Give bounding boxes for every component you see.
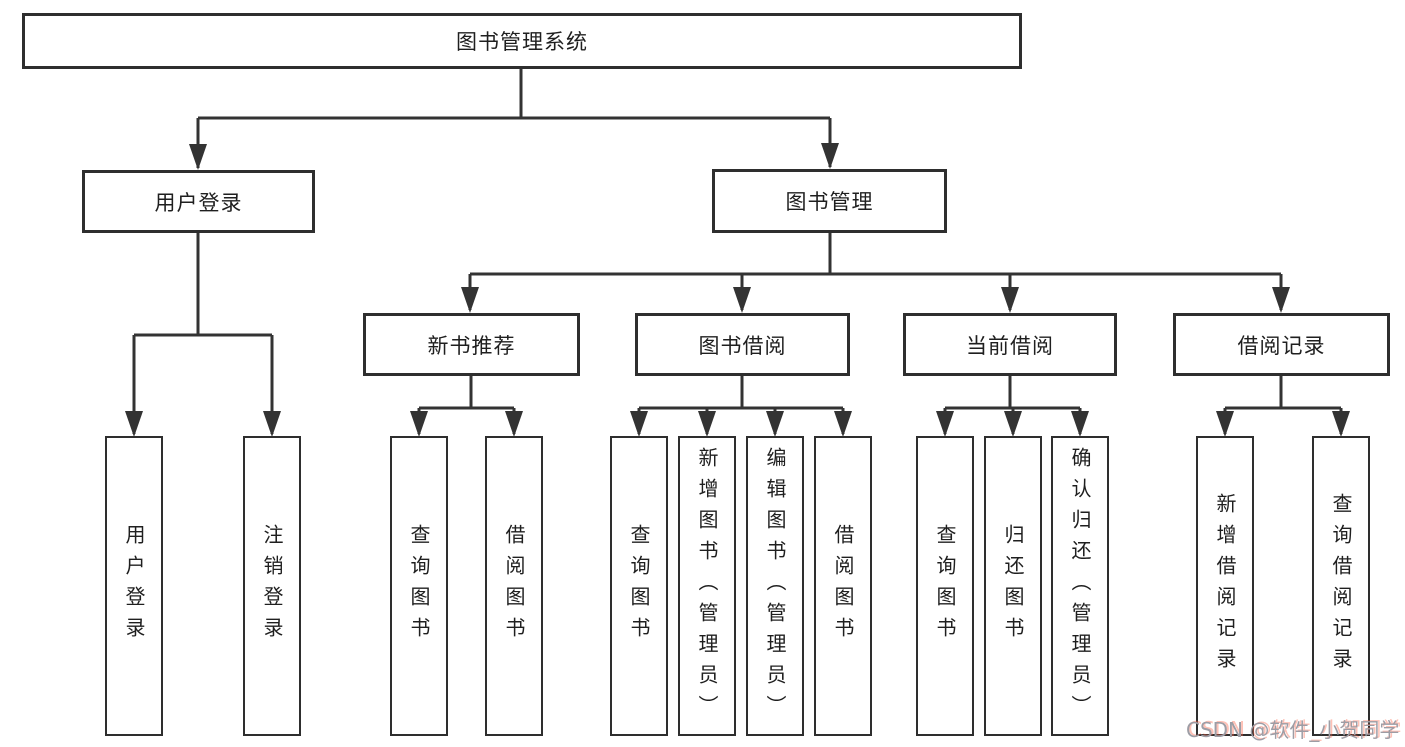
leaf-return-books-label: 归还图书 — [1001, 524, 1025, 648]
leaf-borrow-books: 借阅图书 — [814, 436, 872, 736]
leaf-query-books-recommend-label: 查询图书 — [407, 524, 431, 648]
leaf-query-borrow-record-label: 查询借阅记录 — [1329, 493, 1353, 679]
leaf-query-borrow-record: 查询借阅记录 — [1312, 436, 1370, 736]
leaf-edit-books-admin-label: 编辑图书（管理员） — [763, 446, 787, 726]
leaf-user-login: 用户登录 — [105, 436, 163, 736]
leaf-logout: 注销登录 — [243, 436, 301, 736]
node-book-borrowing: 图书借阅 — [635, 313, 850, 376]
leaf-user-login-label: 用户登录 — [122, 524, 146, 648]
node-current-borrowing-label: 当前借阅 — [966, 333, 1054, 358]
leaf-add-books-admin-label: 新增图书（管理员） — [695, 446, 719, 726]
node-borrowing-records-label: 借阅记录 — [1237, 333, 1326, 358]
leaf-query-books-current-label: 查询图书 — [933, 524, 957, 648]
leaf-add-borrow-record: 新增借阅记录 — [1196, 436, 1254, 736]
node-new-book-recommend: 新书推荐 — [363, 313, 580, 376]
node-book-borrowing-label: 图书借阅 — [698, 333, 787, 358]
leaf-return-books: 归还图书 — [984, 436, 1042, 736]
leaf-edit-books-admin: 编辑图书（管理员） — [746, 436, 804, 736]
leaf-confirm-return-admin-label: 确认归还（管理员） — [1068, 446, 1092, 726]
leaf-logout-label: 注销登录 — [260, 524, 284, 648]
node-user-login: 用户登录 — [82, 170, 315, 233]
leaf-borrow-books-recommend: 借阅图书 — [485, 436, 543, 736]
leaf-confirm-return-admin: 确认归还（管理员） — [1051, 436, 1109, 736]
leaf-add-books-admin: 新增图书（管理员） — [678, 436, 736, 736]
arrowheads — [125, 143, 1350, 437]
node-book-management-label: 图书管理 — [785, 190, 874, 214]
node-book-management: 图书管理 — [712, 169, 947, 233]
node-new-book-recommend-label: 新书推荐 — [427, 333, 516, 358]
watermark: CSDN @软件_小贺同学 — [1186, 718, 1400, 742]
node-borrowing-records: 借阅记录 — [1173, 313, 1390, 376]
node-root-label: 图书管理系统 — [456, 30, 588, 54]
leaf-query-books-current: 查询图书 — [916, 436, 974, 736]
leaf-query-books-borrowing-label: 查询图书 — [627, 524, 651, 648]
leaf-query-books-recommend: 查询图书 — [390, 436, 448, 736]
node-user-login-label: 用户登录 — [154, 190, 243, 215]
leaf-borrow-books-label: 借阅图书 — [831, 524, 855, 648]
leaf-borrow-books-recommend-label: 借阅图书 — [502, 524, 526, 648]
leaf-add-borrow-record-label: 新增借阅记录 — [1213, 493, 1237, 679]
node-root-system: 图书管理系统 — [22, 13, 1022, 69]
leaf-query-books-borrowing: 查询图书 — [610, 436, 668, 736]
node-current-borrowing: 当前借阅 — [903, 313, 1117, 376]
